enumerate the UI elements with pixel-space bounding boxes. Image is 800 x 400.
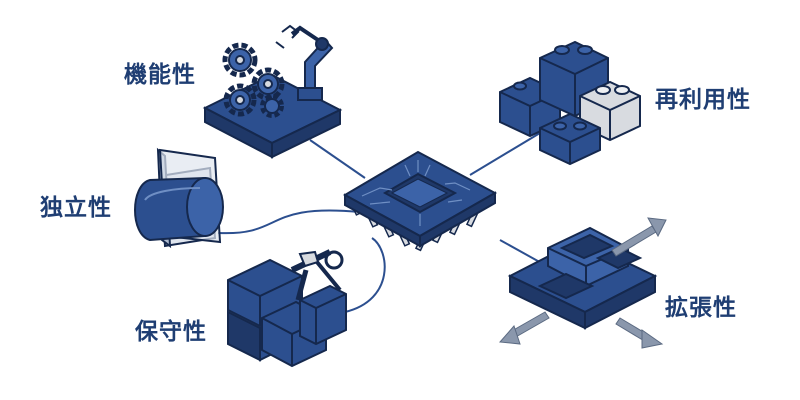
- label-reusability: 再利用性: [655, 87, 751, 113]
- connector-lines: [217, 129, 546, 313]
- label-functionality: 機能性: [124, 62, 196, 88]
- connector-functionality: [309, 139, 366, 179]
- microchip-icon: [342, 150, 498, 252]
- blocks-wrench-icon: [227, 249, 347, 368]
- label-maintainability: 保守性: [135, 319, 207, 345]
- isolated-capsule-icon: [134, 147, 224, 249]
- label-independence: 独立性: [40, 195, 112, 221]
- expanding-tray-icon: [498, 217, 667, 349]
- label-extensibility: 拡張性: [665, 295, 737, 321]
- connector-maintainability: [344, 237, 386, 313]
- connector-independence: [217, 209, 361, 235]
- stacked-bricks-icon: [499, 40, 641, 166]
- gears-robot-arm-icon: [202, 24, 343, 159]
- connector-reusability: [469, 129, 546, 176]
